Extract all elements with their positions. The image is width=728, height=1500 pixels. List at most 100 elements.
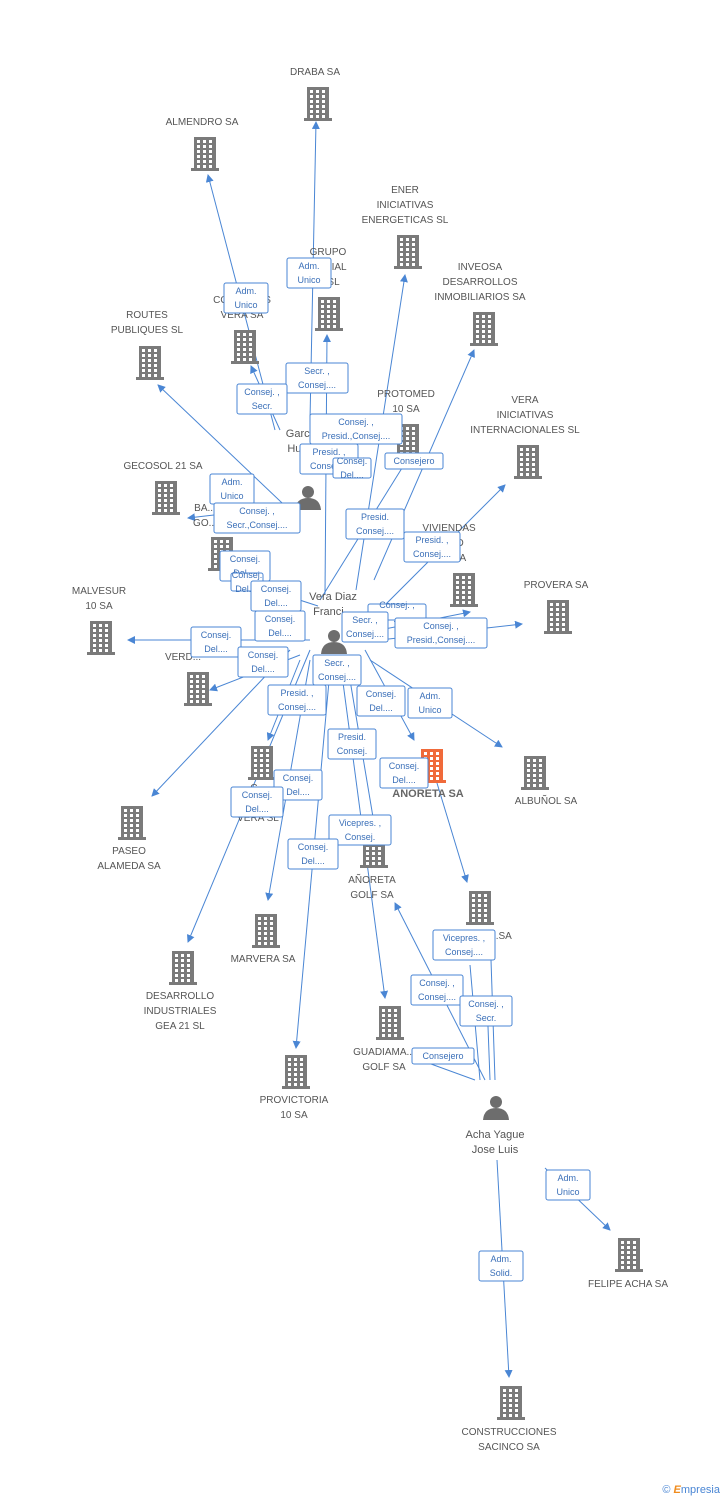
relation-label-r8[interactable]: Consej.Del.... xyxy=(332,456,372,480)
company-label-vera_inic[interactable]: INICIATIVAS xyxy=(497,410,554,421)
company-label-routes[interactable]: ROUTES xyxy=(126,310,168,321)
company-label-desarrollo[interactable]: GEA 21 SL xyxy=(155,1021,205,1032)
company-label-albunol[interactable]: ALBUÑOL SA xyxy=(515,794,578,807)
company-label-protomed[interactable]: 10 SA xyxy=(392,404,420,415)
company-desarrollo-icon[interactable] xyxy=(169,951,197,985)
company-label-anoreta[interactable]: AÑORETA SA xyxy=(392,787,464,800)
company-label-verdi[interactable]: VERD... xyxy=(165,652,201,663)
company-label-sacinco[interactable]: CONSTRUCCIONES xyxy=(461,1427,556,1438)
company-guadiamar-icon[interactable] xyxy=(376,1006,404,1040)
relation-label-r23[interactable]: Consej.Del.... xyxy=(237,646,289,678)
relation-label-r28[interactable]: Consej.Del.... xyxy=(273,769,323,801)
relation-label-r25[interactable]: Consej.Del.... xyxy=(356,685,406,717)
relation-label-r15[interactable]: Consej.Del.... xyxy=(250,580,302,612)
relation-label-r37[interactable]: Adm.Solid. xyxy=(478,1250,524,1282)
company-label-ba_go[interactable]: GO... xyxy=(193,518,217,529)
relation-label-r9[interactable]: Adm.Unico xyxy=(209,473,255,505)
relation-label-r26[interactable]: Presid.Consej. xyxy=(327,728,377,760)
company-label-sa_right[interactable]: ...SA xyxy=(490,931,512,942)
company-grupo-icon[interactable] xyxy=(315,297,343,331)
company-label-draba[interactable]: DRABA SA xyxy=(290,67,340,78)
relation-label-r36[interactable]: Adm.Unico xyxy=(545,1169,591,1201)
company-label-provictoria[interactable]: 10 SA xyxy=(280,1110,308,1121)
company-label-guadiamar[interactable]: GUADIAMA... xyxy=(353,1047,415,1058)
company-label-viviendas[interactable]: VIVIENDAS xyxy=(422,523,476,534)
company-label-guadiamar[interactable]: GOLF SA xyxy=(362,1062,406,1073)
company-label-vera_inic[interactable]: VERA xyxy=(511,395,539,406)
company-label-malvesur[interactable]: 10 SA xyxy=(85,601,113,612)
relation-label-r21[interactable]: Consej.Del.... xyxy=(190,626,242,658)
relation-label-r34[interactable]: Consej. ,Secr. xyxy=(459,995,513,1027)
company-label-ener[interactable]: INICIATIVAS xyxy=(377,200,434,211)
relation-label-r6[interactable]: Consejero xyxy=(384,452,444,470)
person-label-vera_diaz[interactable]: Vera Diaz xyxy=(309,591,357,603)
company-label-sacinco[interactable]: SACINCO SA xyxy=(478,1442,540,1453)
company-label-gecosol[interactable]: GECOSOL 21 SA xyxy=(123,461,202,472)
company-inveosa-icon[interactable] xyxy=(470,312,498,346)
relation-label-r11[interactable]: Presid.Consej.... xyxy=(345,508,405,540)
relation-label-r32[interactable]: Vicepres. ,Consej.... xyxy=(432,929,496,961)
company-label-ba_go[interactable]: BA... xyxy=(194,503,216,514)
person-garcia-icon[interactable] xyxy=(295,486,321,510)
company-label-ener[interactable]: ENERGETICAS SL xyxy=(362,215,449,226)
company-label-c_vera[interactable]: VERA SL xyxy=(237,813,279,824)
relation-label-r22[interactable]: Presid. ,Consej.... xyxy=(267,684,327,716)
person-label-acha[interactable]: Jose Luis xyxy=(472,1144,519,1156)
company-draba-icon[interactable] xyxy=(304,87,332,121)
company-label-routes[interactable]: PUBLIQUES SL xyxy=(111,325,184,336)
company-paseo-icon[interactable] xyxy=(118,806,146,840)
company-label-inveosa[interactable]: INMOBILIARIOS SA xyxy=(434,292,525,303)
company-viviendas-icon[interactable] xyxy=(450,573,478,607)
company-sa_right-icon[interactable] xyxy=(466,891,494,925)
company-label-malvesur[interactable]: MALVESUR xyxy=(72,586,126,597)
company-verdi-icon[interactable] xyxy=(184,672,212,706)
relation-label-r35[interactable]: Consejero xyxy=(411,1047,475,1065)
company-label-provictoria[interactable]: PROVICTORIA xyxy=(260,1095,329,1106)
relation-label-r4[interactable]: Consej. ,Secr. xyxy=(236,383,288,415)
company-almendro-icon[interactable] xyxy=(191,137,219,171)
company-ener-icon[interactable] xyxy=(394,235,422,269)
relation-label-r33[interactable]: Consej. ,Consej.... xyxy=(410,974,464,1006)
relation-label-r16[interactable]: Consej.Del.... xyxy=(254,610,306,642)
relation-label-r12[interactable]: Presid. ,Consej.... xyxy=(403,531,461,563)
company-felipe-icon[interactable] xyxy=(615,1238,643,1272)
relation-label-r20[interactable]: Secr. ,Consej.... xyxy=(312,654,362,686)
company-c_vera-icon[interactable] xyxy=(248,746,276,780)
relation-label-r30[interactable]: Vicepres. ,Consej. xyxy=(328,814,392,846)
company-label-inveosa[interactable]: INVEOSA xyxy=(458,262,503,273)
company-vera_inic-icon[interactable] xyxy=(514,445,542,479)
company-label-almendro[interactable]: ALMENDRO SA xyxy=(166,117,239,128)
company-label-anoreta_golf[interactable]: GOLF SA xyxy=(350,890,394,901)
relation-label-r19[interactable]: Consej. ,Presid.,Consej.... xyxy=(394,617,488,649)
company-provictoria-icon[interactable] xyxy=(282,1055,310,1089)
relation-label-r2[interactable]: Adm.Unico xyxy=(286,257,332,289)
company-routes-icon[interactable] xyxy=(136,346,164,380)
relation-label-r31[interactable]: Consej.Del.... xyxy=(287,838,339,870)
relation-label-r5[interactable]: Consej. ,Presid.,Consej.... xyxy=(309,413,403,445)
company-label-paseo[interactable]: PASEO xyxy=(112,846,146,857)
company-label-protomed[interactable]: PROTOMED xyxy=(377,389,435,400)
company-label-provera[interactable]: PROVERA SA xyxy=(524,580,589,591)
company-gecosol-icon[interactable] xyxy=(152,481,180,515)
company-provera-icon[interactable] xyxy=(544,600,572,634)
relation-label-r24[interactable]: Adm.Unico xyxy=(407,687,453,719)
relation-label-r18[interactable]: Secr. ,Consej.... xyxy=(341,611,389,643)
company-consnes-icon[interactable] xyxy=(231,330,259,364)
company-sacinco-icon[interactable] xyxy=(497,1386,525,1420)
company-label-anoreta_golf[interactable]: AÑORETA xyxy=(348,873,396,886)
company-label-desarrollo[interactable]: DESARROLLO xyxy=(146,991,215,1002)
company-albunol-icon[interactable] xyxy=(521,756,549,790)
relation-label-r3[interactable]: Secr. ,Consej.... xyxy=(285,362,349,394)
company-label-inveosa[interactable]: DESARROLLOS xyxy=(442,277,517,288)
company-label-paseo[interactable]: ALAMEDA SA xyxy=(97,861,161,872)
relation-label-r27[interactable]: Consej.Del.... xyxy=(379,757,429,789)
company-label-vera_inic[interactable]: INTERNACIONALES SL xyxy=(470,425,580,436)
relation-label-r10[interactable]: Consej. ,Secr.,Consej.... xyxy=(213,502,301,534)
company-label-felipe[interactable]: FELIPE ACHA SA xyxy=(588,1279,668,1290)
company-label-consnes[interactable]: VERA SA xyxy=(221,310,264,321)
person-acha-icon[interactable] xyxy=(483,1096,509,1120)
company-malvesur-icon[interactable] xyxy=(87,621,115,655)
company-label-desarrollo[interactable]: INDUSTRIALES xyxy=(144,1006,217,1017)
relation-label-r29[interactable]: Consej.Del.... xyxy=(230,786,284,818)
company-label-ener[interactable]: ENER xyxy=(391,185,419,196)
